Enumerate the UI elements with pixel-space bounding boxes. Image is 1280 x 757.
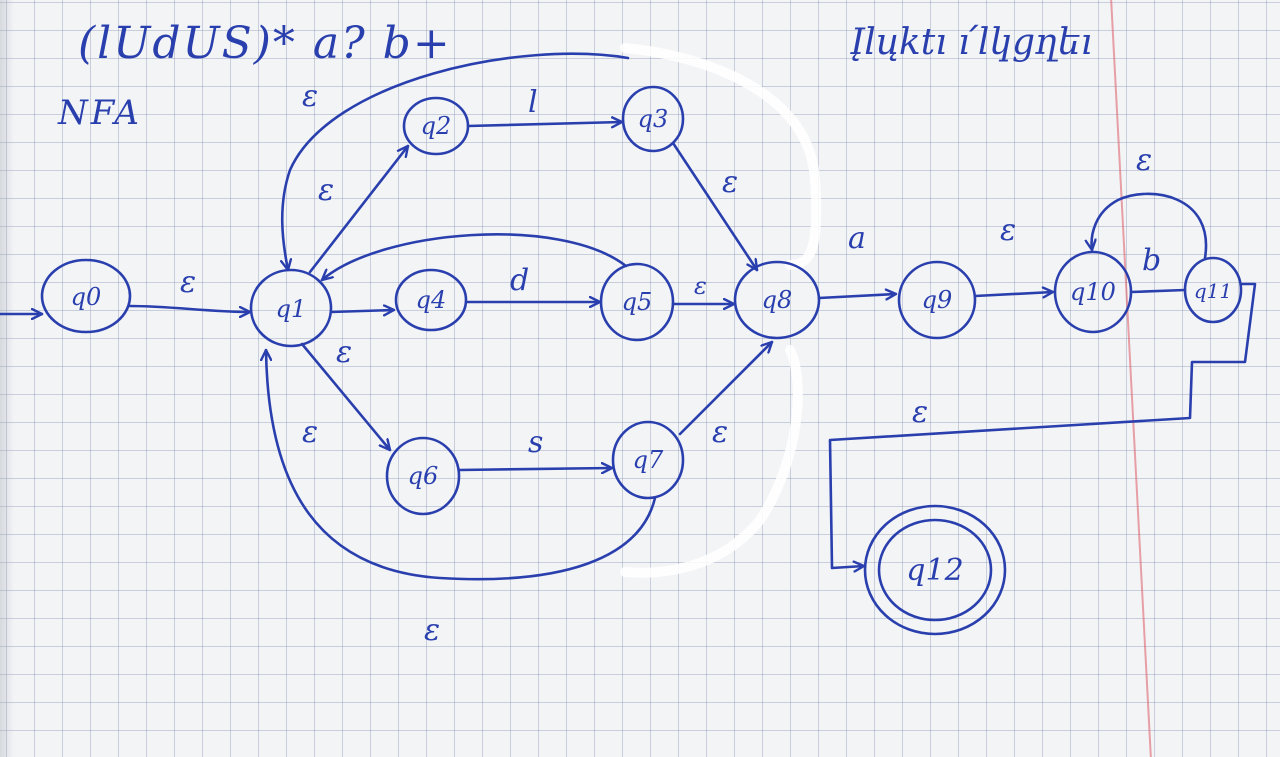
state-label: q11 [1194,279,1232,303]
edge-label: ε [180,265,196,300]
edge-q9-q10 [973,292,1055,296]
state-q3: q3 [621,85,685,153]
edge-q1-q2 [308,144,410,274]
state-label: q6 [408,462,439,490]
edge-label: ε [424,613,440,648]
edge-q2-q3 [466,122,624,126]
regex-title: (lUdUS)* a? b+ [78,18,452,69]
state-label: q10 [1070,278,1116,306]
edge-q0-q1 [128,304,252,312]
whiteout-correction [620,43,822,270]
state-q4: q4 [394,268,468,332]
state-label: q7 [633,446,664,474]
nfa-heading: NFA [57,93,142,133]
state-label: q9 [922,286,953,314]
state-label: q12 [906,553,963,588]
state-q8: q8 [733,260,821,340]
edge-q8-q9 [817,294,898,298]
edge-label: d [510,263,529,298]
edge-label: ε [694,272,707,300]
side-note: Įlųktı ı՛lկgղեı [850,22,1092,63]
edge-label: ε [912,395,928,430]
state-label: q0 [71,283,102,311]
state-q10: q10 [1053,250,1133,334]
edge-q7-q1 [266,348,657,581]
edge-q1-q4 [329,310,396,312]
state-q7: q7 [611,420,685,500]
edge-q11-q10 [1092,192,1208,260]
notebook-spine [0,0,14,757]
state-label: q2 [421,112,452,140]
edge-label: ε [712,415,728,450]
state-q0: q0 [40,258,132,334]
state-label: q1 [276,295,307,323]
edge-label: ε [302,415,318,450]
edge-label: ε [722,165,738,200]
edge-label: ε [302,79,318,114]
state-q9: q9 [897,260,977,340]
edge-label: a [848,221,866,256]
edge-label: b [1142,243,1161,278]
state-q6: q6 [385,436,461,516]
whiteout-correction [620,345,803,578]
state-q1: q1 [249,268,333,348]
edge-q3-q1 [282,52,630,272]
edge-label: ε [1136,143,1152,178]
edge-q1-q6 [300,342,392,452]
state-label: q4 [416,286,447,314]
edge-q7-q8 [678,340,774,436]
state-q5: q5 [599,262,675,342]
edge-q6-q7 [457,468,614,470]
edge-label: l [528,85,538,120]
edge-label: ε [336,335,352,370]
edge-q11-q12 [828,282,1257,568]
edge-label: ε [318,173,334,208]
state-q2: q2 [402,96,470,156]
edge-label: s [528,425,543,460]
edge-label: ε [1000,213,1016,248]
edge-q5-q1 [320,233,628,282]
edge-q10-q11 [1129,288,1187,294]
state-label: q8 [762,286,793,314]
state-q11: q11 [1183,256,1243,324]
state-label: q5 [622,288,653,316]
state-q12-accepting: q12 [863,504,1007,636]
edge-q3-q8 [671,141,759,272]
state-label: q3 [638,105,669,133]
